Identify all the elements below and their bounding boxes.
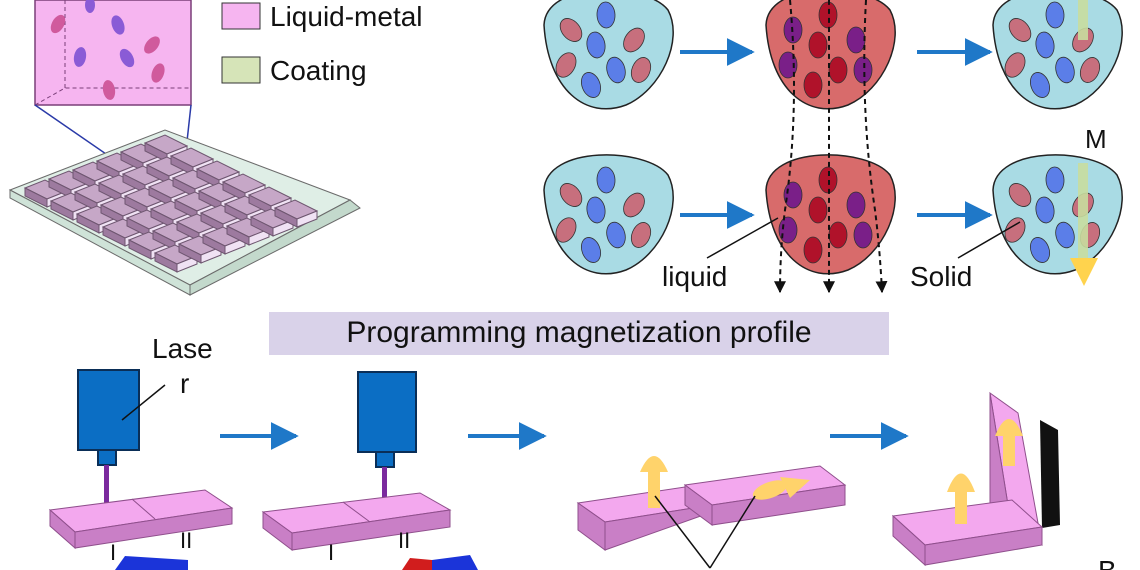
magnetic-particle xyxy=(1055,56,1075,84)
magnetic-particle xyxy=(778,216,798,244)
plate-1 xyxy=(48,489,234,550)
field-arrow-up-3 xyxy=(995,419,1023,466)
magnetic-particle xyxy=(808,196,828,224)
legend-swatch-coating xyxy=(221,56,261,84)
magnetic-particle xyxy=(853,221,873,249)
magnet-block-1 xyxy=(115,556,188,570)
label-m: M xyxy=(1085,124,1107,154)
magnetic-particle xyxy=(606,221,626,249)
field-lines xyxy=(774,0,888,294)
magnetic-particle xyxy=(1029,72,1051,98)
magnetic-particle xyxy=(1045,166,1065,194)
plate-3 xyxy=(576,465,847,551)
magnetic-particle xyxy=(846,26,866,54)
plate-2-label-ii: II xyxy=(398,528,410,553)
grid-tile-face xyxy=(200,246,222,264)
label-solid: Solid xyxy=(910,261,972,292)
magnetic-particle xyxy=(778,51,798,79)
field-arrow-up-2 xyxy=(947,473,975,524)
magnetic-particle xyxy=(1008,183,1032,207)
magnetic-particle xyxy=(555,217,577,243)
section-banner: Programming magnetization profile xyxy=(269,312,889,355)
magnetic-particle xyxy=(1079,57,1101,83)
label-corner-b: B xyxy=(1098,555,1117,570)
grid-tile-face xyxy=(296,210,318,228)
banner-title: Programming magnetization profile xyxy=(346,316,812,349)
magnetic-particle xyxy=(580,237,602,263)
magnetic-particle xyxy=(586,31,606,59)
magnetic-particle xyxy=(1035,196,1055,224)
magnetic-particle xyxy=(596,166,616,194)
label-liquid: liquid xyxy=(662,261,727,292)
magnet-block-2 xyxy=(402,555,478,570)
grid-tile-face xyxy=(272,219,294,237)
field-arrow-right xyxy=(752,477,810,500)
plate-2 xyxy=(261,492,452,552)
magnetic-particle xyxy=(808,31,828,59)
magnetic-particle xyxy=(559,183,583,207)
legend-swatch-liquid-metal xyxy=(221,2,261,30)
magnetic-particle xyxy=(1055,221,1075,249)
magnetic-particle xyxy=(630,57,652,83)
magnetic-particle xyxy=(1004,52,1026,78)
plate-1-label-ii: II xyxy=(180,528,192,553)
magnetic-particle xyxy=(828,56,848,84)
magnetic-particle xyxy=(580,72,602,98)
magnetic-particle xyxy=(623,192,645,218)
magnetic-particle xyxy=(586,196,606,224)
magnetic-particle xyxy=(596,1,616,29)
magnetic-particle xyxy=(559,18,583,42)
grid-tile-face xyxy=(248,228,270,246)
grid-tile-face xyxy=(224,237,246,255)
laser-2 xyxy=(357,371,417,517)
magnetic-particle xyxy=(1008,18,1032,42)
legend-label-liquid-metal: Liquid-metal xyxy=(270,1,423,32)
magnetic-particle xyxy=(1045,1,1065,29)
magnetic-particle xyxy=(623,27,645,53)
magnetic-particle xyxy=(630,222,652,248)
grid-tiles xyxy=(23,134,319,273)
cube-particles xyxy=(50,0,165,100)
magnetic-particle xyxy=(846,191,866,219)
magnetic-particle xyxy=(818,1,838,29)
magnetic-particle xyxy=(1035,31,1055,59)
plate-2-label-i: I xyxy=(328,540,334,565)
grid-substrate xyxy=(8,129,361,296)
magnetic-particle xyxy=(1029,237,1051,263)
grid-tile-face xyxy=(176,255,198,273)
magnetic-particle xyxy=(1004,217,1026,243)
laser-1 xyxy=(77,369,140,517)
magnetic-particle xyxy=(803,71,823,99)
legend: Liquid-metal Coating xyxy=(221,1,423,86)
magnetic-particle xyxy=(606,56,626,84)
magnetic-particle xyxy=(803,236,823,264)
phase-blobs xyxy=(543,0,1123,275)
legend-label-coating: Coating xyxy=(270,55,367,86)
plate-1-label-i: I xyxy=(110,540,116,565)
top-right-arrows xyxy=(680,38,993,229)
magnetization-arrow xyxy=(1070,258,1098,286)
magnetic-particle xyxy=(783,181,803,209)
folded-plate xyxy=(891,391,1060,567)
liquid-metal-cube xyxy=(34,0,192,106)
magnetic-particle xyxy=(853,56,873,84)
magnetic-particle xyxy=(555,52,577,78)
magnetic-particle xyxy=(828,221,848,249)
